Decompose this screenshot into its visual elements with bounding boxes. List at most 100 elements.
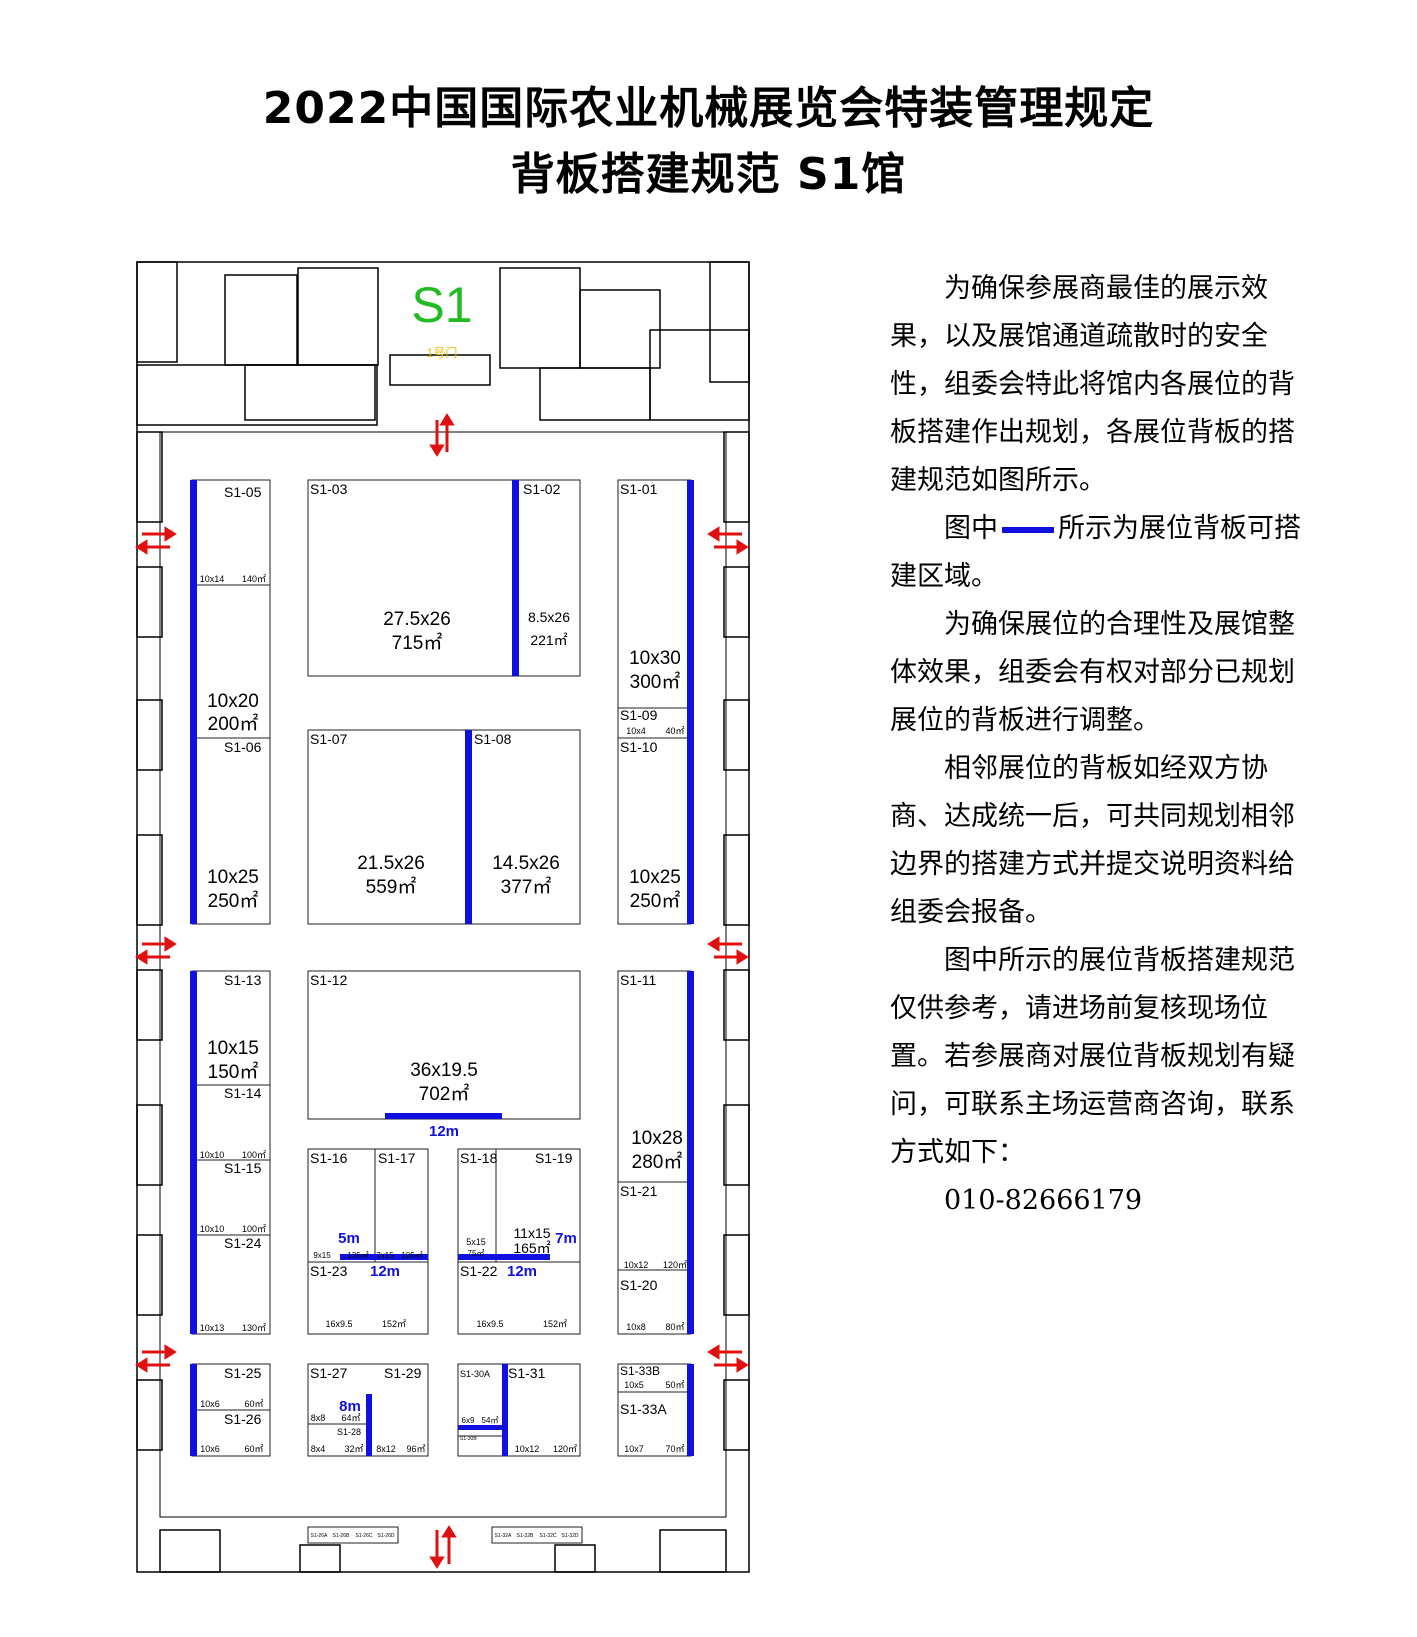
booth-code: S1-15: [224, 1160, 262, 1176]
small-booth: S1-26B: [333, 1533, 350, 1539]
booth-area: 120㎡: [553, 1444, 577, 1454]
legend-suffix: 所示为展位背板可搭建区域。: [890, 513, 1301, 592]
booth-code: S1-27: [310, 1365, 348, 1381]
backwall-labels: 12m 5m 12m 7m 12m 8m: [338, 1123, 577, 1415]
booth-dim: 10x28: [631, 1128, 683, 1149]
booth-dim: 10x6: [200, 1444, 220, 1454]
booth-dim: 10x5: [624, 1380, 644, 1390]
booth-codes: S1-05 S1-06 S1-03 S1-02 S1-01 S1-09 S1-1…: [224, 481, 667, 1442]
booth-area: 280㎡: [632, 1150, 683, 1173]
booth-code: S1-23: [310, 1263, 348, 1279]
booth-code: S1-17: [378, 1150, 416, 1166]
booth-dim: 10x10: [200, 1150, 225, 1160]
booth-code: S1-18: [460, 1150, 498, 1166]
booth-code: S1-25: [224, 1365, 262, 1381]
exit-arrows: [135, 413, 749, 1569]
booth-area: 221㎡: [530, 632, 567, 648]
contact-phone: 010-82666179: [944, 1185, 1143, 1216]
booth-code: S1-16: [310, 1150, 348, 1166]
booth-code: S1-24: [224, 1235, 262, 1251]
booth-code: S1-33B: [620, 1364, 660, 1378]
backwall-length: 12m: [429, 1123, 459, 1140]
booth-dim: 21.5x26: [357, 853, 425, 874]
booth-area: 715㎡: [392, 631, 443, 654]
booth-code: S1-08: [474, 731, 512, 747]
booth-code: S1-22: [460, 1263, 498, 1279]
booth-area: 96㎡: [406, 1444, 425, 1454]
booth-dim: 10x12: [624, 1260, 649, 1270]
booth-area: 120㎡: [663, 1260, 687, 1270]
booth-code: S1-30A: [460, 1369, 490, 1379]
booth-code: S1-12: [310, 972, 348, 988]
booth-dim: 8x12: [376, 1444, 396, 1454]
backwall-legend-swatch: [1002, 526, 1054, 533]
booth-dim: 10x6: [200, 1399, 220, 1409]
booth-code: S1-07: [310, 731, 348, 747]
booth-area: 32㎡: [344, 1444, 363, 1454]
booth-code: S1-03: [310, 481, 348, 497]
booth-area: 200㎡: [208, 712, 259, 735]
backwall-length: 12m: [507, 1263, 537, 1280]
legend-prefix: 图中: [944, 513, 998, 544]
booth-area: 130㎡: [242, 1323, 266, 1333]
booth-code: S1-28: [337, 1427, 361, 1437]
page-title: 2022中国国际农业机械展览会特装管理规定: [262, 83, 1155, 134]
booth-area: 250㎡: [208, 889, 259, 912]
small-booth: S1-26D: [378, 1533, 395, 1539]
booth-area: 702㎡: [419, 1082, 470, 1105]
rule-paragraph: 为确保参展商最佳的展示效果，以及展馆通道疏散时的安全性，组委会特此将馆内各展位的…: [890, 273, 1295, 496]
booth-dim: 10x15: [207, 1038, 259, 1059]
booth-code: S1-30B: [460, 1436, 477, 1442]
booth-area: 377㎡: [501, 875, 552, 898]
booth-area: 60㎡: [244, 1399, 263, 1409]
booth-code: S1-02: [523, 481, 561, 497]
hall-label: S1: [411, 277, 472, 333]
booth-code: S1-01: [620, 481, 658, 497]
booth-code: S1-33A: [620, 1401, 667, 1417]
booth-area: 140㎡: [242, 574, 266, 584]
small-booth: S1-32D: [562, 1533, 579, 1539]
booth-dim: 8.5x26: [528, 609, 570, 625]
backwall-lines: [190, 480, 694, 1456]
booth-dim: 10x10: [200, 1224, 225, 1234]
booth-area: 165㎡: [513, 1240, 550, 1256]
booth-dim: 10x12: [515, 1444, 540, 1454]
booth-code: S1-21: [620, 1183, 658, 1199]
booth-dim: 5x15: [466, 1237, 486, 1247]
booth-area: 152㎡: [382, 1319, 406, 1329]
booth-code: S1-10: [620, 739, 658, 755]
booth-dim: 10x25: [207, 867, 259, 888]
rule-paragraph: 为确保展位的合理性及展馆整体效果，组委会有权对部分已规划展位的背板进行调整。: [890, 609, 1295, 736]
booth-area: 300㎡: [630, 670, 681, 693]
booth-code: S1-29: [384, 1365, 422, 1381]
backwall-length: 7m: [555, 1230, 577, 1247]
backwall-length: 5m: [338, 1230, 360, 1247]
booth-code: S1-14: [224, 1085, 262, 1101]
rule-paragraph: 相邻展位的背板如经双方协商、达成统一后，可共同规划相邻边界的搭建方式并提交说明资…: [890, 753, 1295, 928]
small-booth: S1-26A: [311, 1533, 328, 1539]
booth-area: 40㎡: [665, 726, 684, 736]
booth-code: S1-19: [535, 1150, 573, 1166]
rules-text: 为确保参展商最佳的展示效果，以及展馆通道疏散时的安全性，组委会特此将馆内各展位的…: [890, 265, 1310, 1225]
booth-dim: 7x15: [376, 1251, 394, 1260]
legend-paragraph: 图中所示为展位背板可搭建区域。: [890, 505, 1310, 601]
booth-dim: 11x15: [513, 1225, 550, 1241]
booth-area: 80㎡: [665, 1322, 684, 1332]
booth-dim: 16x9.5: [325, 1319, 352, 1329]
booth-dim: 8x4: [311, 1444, 326, 1454]
booth-code: S1-05: [224, 484, 262, 500]
booth-area: 64㎡: [341, 1413, 360, 1423]
booth-dim: 10x8: [626, 1322, 646, 1332]
backwall-length: 12m: [370, 1263, 400, 1280]
booth-area: 75㎡: [468, 1249, 485, 1258]
booth-code: S1-06: [224, 739, 262, 755]
booth-area: 559㎡: [366, 875, 417, 898]
booth-area: 50㎡: [665, 1380, 684, 1390]
booth-code: S1-09: [620, 707, 658, 723]
page-subtitle: 背板搭建规范 S1馆: [510, 149, 907, 200]
booth-code: S1-31: [508, 1365, 546, 1381]
booth-area: 150㎡: [208, 1060, 259, 1083]
booth-area: 105㎡: [401, 1251, 422, 1260]
booth-area: 135㎡: [347, 1251, 368, 1260]
small-booth: S1-32A: [495, 1533, 512, 1539]
